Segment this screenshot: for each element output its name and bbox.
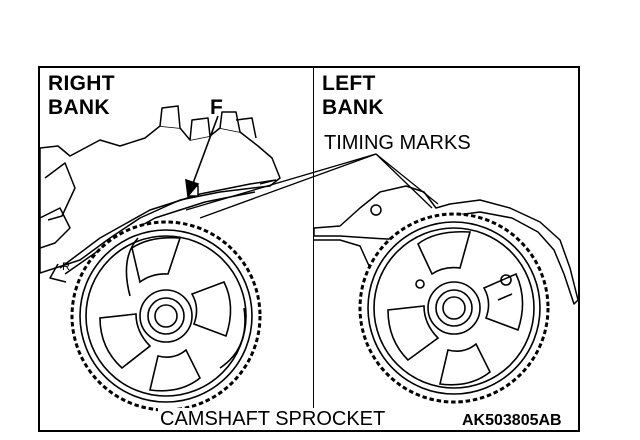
camshaft-sprocket-label: CAMSHAFT SPROCKET	[158, 408, 388, 430]
right-camshaft-sprocket	[70, 220, 262, 412]
bank-divider-line	[313, 68, 314, 430]
left-camshaft-sprocket	[358, 212, 550, 404]
left-bank-label-line1: LEFT	[322, 72, 376, 95]
right-bank-r-mark: R	[62, 261, 70, 273]
right-bank-engine-body	[40, 105, 281, 283]
diagram-frame: R	[38, 66, 580, 432]
figure-code: AK503805AB	[460, 412, 564, 430]
right-bank-label-line2: BANK	[48, 96, 110, 119]
right-bank-label-line1: RIGHT	[48, 72, 115, 95]
left-bank-label-line2: BANK	[322, 96, 384, 119]
timing-marks-label: TIMING MARKS	[324, 132, 471, 154]
timing-marks-leader-lines	[185, 153, 439, 219]
callout-f-label: F	[210, 96, 224, 119]
f-callout-arrow	[185, 115, 219, 198]
camshaft-sprocket-illustration: R	[40, 105, 578, 412]
